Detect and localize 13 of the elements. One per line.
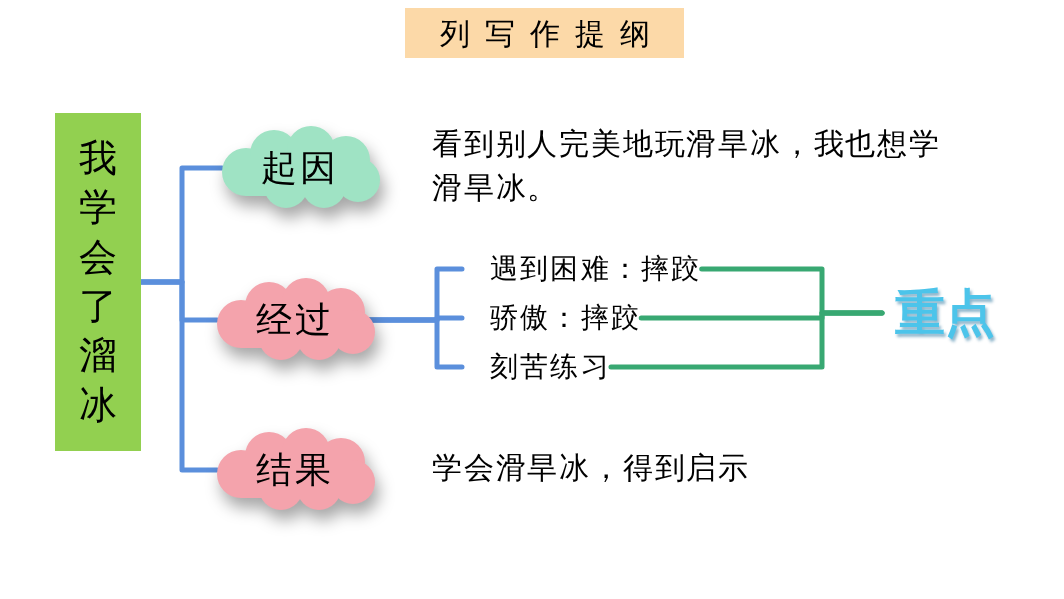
description-text: 看到别人完美地玩滑旱冰，我也想学滑旱冰。 — [432, 125, 942, 207]
topic-box — [55, 113, 141, 451]
cloud-label: 结果 — [256, 448, 334, 492]
title-banner: 列写作提纲 — [405, 8, 684, 58]
emphasis-text: 重点 — [894, 282, 995, 344]
step-text: 刻苦练习 — [490, 349, 611, 385]
step-text: 骄傲：摔跤 — [490, 300, 642, 336]
cloud-label: 经过 — [256, 298, 334, 342]
cloud-label: 起因 — [261, 146, 339, 190]
description-text: 学会滑旱冰，得到启示 — [432, 449, 751, 487]
bracket-connector — [608, 310, 885, 370]
topic-text: 我学会了溜冰 — [79, 134, 117, 429]
step-text: 遇到困难：摔跤 — [490, 251, 702, 287]
